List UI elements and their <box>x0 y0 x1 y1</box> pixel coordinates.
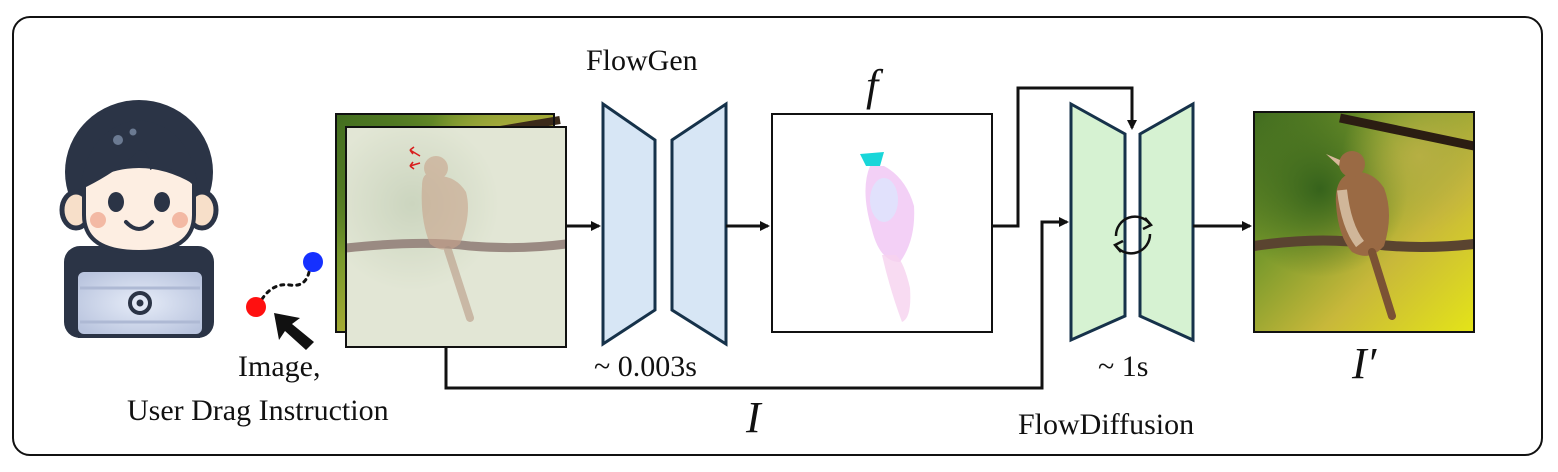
mouse-cursor-icon <box>274 313 314 350</box>
flowdiffusion-time-label: ~ 1s <box>1098 350 1149 383</box>
bird-figure <box>421 156 474 322</box>
arrow-flow-to-flowdiffusion <box>992 86 1137 228</box>
flowgen-encoder <box>601 101 657 347</box>
output-image-symbol-label: I′ <box>1352 339 1377 388</box>
drag-start-point[interactable] <box>246 297 266 317</box>
flowdiffusion-decoder <box>1138 101 1195 343</box>
input-caption-line2: User Drag Instruction <box>127 394 389 427</box>
input-image-symbol-label: I <box>746 393 761 442</box>
flowgen-block <box>601 101 728 347</box>
drag-end-point[interactable] <box>303 252 323 272</box>
flowdiffusion-encoder <box>1069 101 1127 343</box>
flowgen-label: FlowGen <box>586 44 698 77</box>
flow-map-image <box>771 113 993 333</box>
drag-arrows-on-image <box>409 146 421 170</box>
flowdiffusion-label: FlowDiffusion <box>1018 408 1195 441</box>
diagram-frame <box>12 16 1543 456</box>
flowdiffusion-block <box>1069 101 1195 343</box>
flowgen-decoder <box>670 101 728 347</box>
flow-symbol-label: f <box>866 61 879 110</box>
connectors <box>444 86 1252 390</box>
arrow-image-to-flowdiffusion <box>444 217 1069 390</box>
refresh-icon <box>1113 215 1153 255</box>
drag-instruction-icon <box>246 252 323 317</box>
input-image-stack <box>335 113 567 348</box>
output-image <box>1253 111 1475 333</box>
flowgen-time-label: ~ 0.003s <box>594 350 697 383</box>
input-image-front <box>345 126 567 348</box>
output-bird-figure <box>1326 151 1396 320</box>
input-caption-line1: Image, <box>238 350 321 383</box>
user-avatar-icon <box>59 100 219 338</box>
